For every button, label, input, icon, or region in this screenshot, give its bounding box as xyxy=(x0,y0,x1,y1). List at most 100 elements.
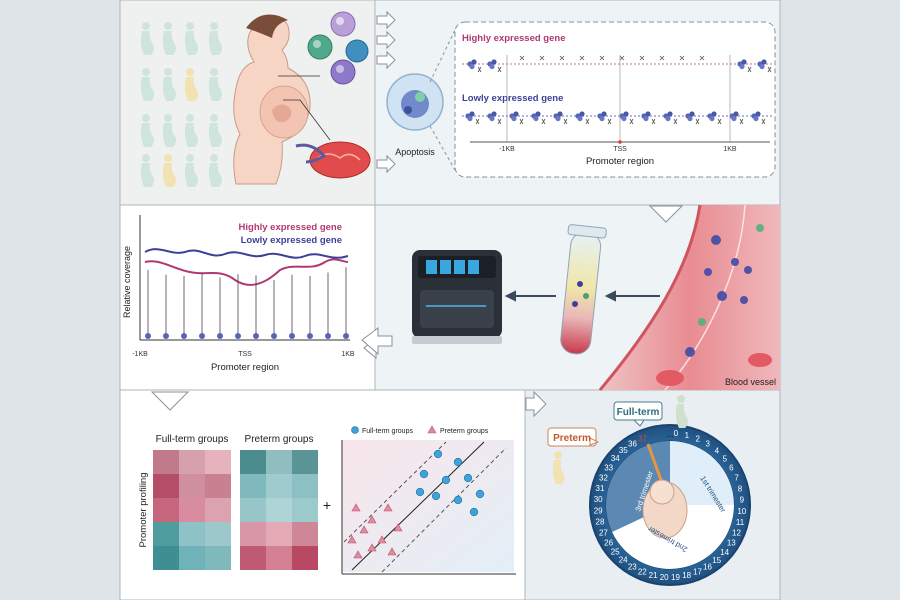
scissors-icon xyxy=(659,55,665,61)
clock-number: 10 xyxy=(737,507,746,516)
coverage-nucleosome xyxy=(145,333,151,339)
sequencer-icon xyxy=(412,250,502,344)
sector-2nd-trimester xyxy=(612,505,734,569)
heatmap-cell xyxy=(205,522,231,546)
xtick-tss: TSS xyxy=(238,351,252,358)
heatmap-cell xyxy=(240,450,266,474)
nucleosome xyxy=(619,111,634,125)
heatmap-cell xyxy=(240,474,266,498)
coverage-nucleosome xyxy=(307,333,313,339)
clock-number: 23 xyxy=(628,562,637,571)
cfdna-particle xyxy=(756,224,764,232)
cfdna-particle xyxy=(740,296,748,304)
point-fullterm xyxy=(475,489,485,499)
point-preterm xyxy=(393,523,403,532)
scissors-icon xyxy=(539,55,545,61)
heatmap-cell xyxy=(153,474,179,498)
pregnant-woman-silhouette xyxy=(140,68,154,101)
flow-arrow-down-2 xyxy=(150,391,190,411)
xtick-1kb: 1KB xyxy=(341,351,355,358)
point-preterm xyxy=(383,503,393,512)
scissors-icon xyxy=(619,55,625,61)
nucleosome xyxy=(531,111,546,125)
nucleosome xyxy=(729,111,744,125)
coverage-nucleosome xyxy=(199,333,205,339)
heatmap-cell xyxy=(153,546,179,570)
coverage-nucleosome xyxy=(217,333,223,339)
clock-number: 20 xyxy=(660,573,669,582)
clock-number: 12 xyxy=(732,529,741,538)
woman-preterm-icon xyxy=(552,451,565,484)
clock-number: 32 xyxy=(599,473,608,482)
heatmap-cell xyxy=(240,522,266,546)
scissors-icon xyxy=(559,55,565,61)
pregnant-woman-silhouette xyxy=(162,68,176,101)
promoter-region-title: Promoter region xyxy=(586,156,654,167)
cfdna-particle xyxy=(685,347,695,357)
cfdna-particle xyxy=(717,291,727,301)
pregnant-women-icons xyxy=(140,22,222,187)
point-preterm xyxy=(367,515,377,524)
clock-number: 0 xyxy=(674,429,679,438)
pregnant-woman-silhouette xyxy=(140,154,154,187)
clock-number: 37 xyxy=(638,434,647,443)
clock-number: 30 xyxy=(594,495,603,504)
heatmap-cell xyxy=(205,498,231,522)
flow-arrow-down xyxy=(648,205,684,223)
clock-number: 11 xyxy=(736,518,745,527)
point-preterm xyxy=(377,535,387,544)
clock-number: 17 xyxy=(693,568,702,577)
nucleosome xyxy=(751,111,766,125)
nucleosome xyxy=(487,59,502,73)
nucleosome xyxy=(467,59,482,73)
point-fullterm xyxy=(441,475,451,485)
heatmap-cell xyxy=(205,546,231,570)
clock-number: 1 xyxy=(685,431,690,440)
scissors-icon xyxy=(679,55,685,61)
heatmap-cell xyxy=(240,546,266,570)
heatmap-preterm xyxy=(240,450,318,570)
woman-fullterm-icon xyxy=(675,395,688,428)
point-preterm xyxy=(359,525,369,534)
axis-tick-minus1kb: -1KB xyxy=(499,146,515,153)
clock-number: 3 xyxy=(705,440,710,449)
clock-number: 28 xyxy=(596,518,605,527)
preterm-label: Preterm xyxy=(553,433,591,444)
coverage-x-label: Promoter region xyxy=(211,362,279,373)
blood-vessel-illustration xyxy=(598,204,780,391)
pregnant-woman-silhouette xyxy=(208,22,222,55)
svm-classifier-plot: Full-term groups Preterm groups xyxy=(341,425,516,575)
plus-sign: + xyxy=(323,497,331,513)
clock-number: 13 xyxy=(727,539,736,548)
clock-number: 21 xyxy=(649,571,658,580)
heatmap-cell xyxy=(292,546,318,570)
heatmap-cell xyxy=(179,498,205,522)
series-highly-line xyxy=(144,258,349,286)
axis-tick-1kb: 1KB xyxy=(723,146,737,153)
point-fullterm xyxy=(431,491,441,501)
heatmap-cell xyxy=(205,450,231,474)
point-preterm xyxy=(387,547,397,556)
blood-tube-icon xyxy=(560,224,607,355)
clock-number: 7 xyxy=(734,474,739,483)
point-fullterm xyxy=(463,473,473,483)
coverage-nucleosome xyxy=(289,333,295,339)
nucleosome xyxy=(737,59,752,73)
pregnant-woman-silhouette xyxy=(184,154,198,187)
coverage-nucleosome xyxy=(235,333,241,339)
point-preterm xyxy=(347,535,357,544)
heatmap-cell xyxy=(179,474,205,498)
dna-tracks xyxy=(462,55,772,125)
scissors-icon xyxy=(639,55,645,61)
heatmap-cell xyxy=(266,450,292,474)
heatmap-cell xyxy=(179,522,205,546)
preterm-groups-heading: Preterm groups xyxy=(245,434,314,445)
fullterm-label: Full-term xyxy=(617,407,660,418)
clock-ellipsis: ... xyxy=(667,430,674,439)
heatmap-cell xyxy=(266,498,292,522)
scissors-icon xyxy=(579,55,585,61)
point-fullterm xyxy=(469,507,479,517)
fullterm-groups-heading: Full-term groups xyxy=(156,434,229,445)
highly-expressed-label: Highly expressed gene xyxy=(462,33,565,44)
